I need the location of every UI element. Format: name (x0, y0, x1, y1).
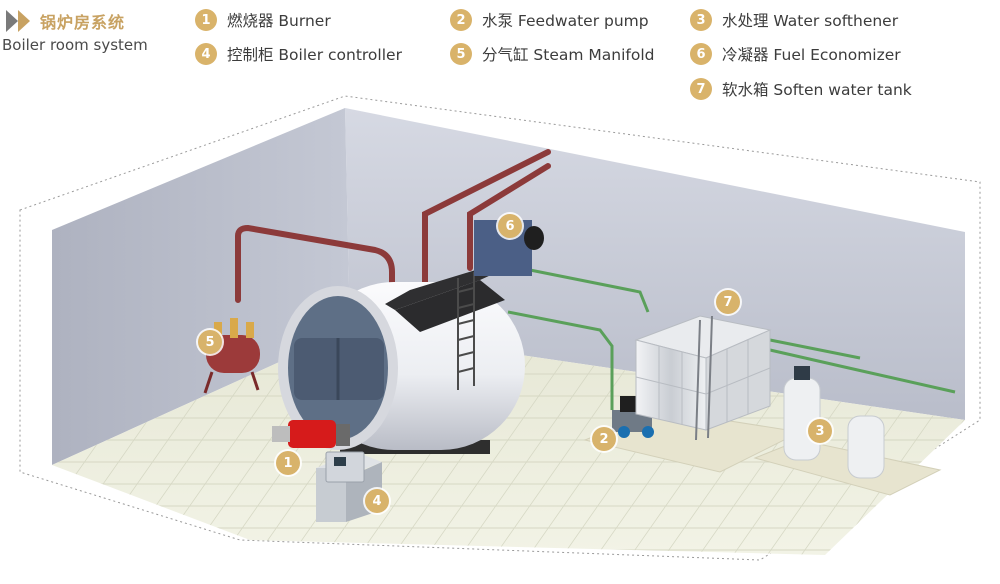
legend-number-badge: 5 (450, 43, 472, 65)
marker-burner: 1 (276, 451, 300, 475)
legend-label: 水处理 Water softhener (722, 12, 899, 30)
page-subtitle: Boiler room system (2, 36, 148, 54)
page-title: 锅炉房系统 (40, 13, 126, 32)
legend-number-badge: 3 (690, 9, 712, 31)
legend-number-badge: 2 (450, 9, 472, 31)
marker-steam-manifold: 5 (198, 330, 222, 354)
legend-item-feedwater-pump: 2 水泵 Feedwater pump (450, 8, 649, 32)
legend-label: 分气缸 Steam Manifold (482, 46, 655, 64)
legend-item-steam-manifold: 5 分气缸 Steam Manifold (450, 42, 655, 66)
legend-item-soften-water-tank: 7 软水箱 Soften water tank (690, 77, 912, 101)
legend-label: 软水箱 Soften water tank (722, 81, 912, 99)
burner (272, 420, 350, 448)
soften-water-tank (634, 315, 772, 441)
marker-economizer: 6 (498, 214, 522, 238)
legend-label: 控制柜 Boiler controller (227, 46, 402, 64)
legend-number-badge: 7 (690, 78, 712, 100)
left-wall (52, 108, 350, 465)
marker-soften-water-tank: 7 (716, 290, 740, 314)
legend-item-fuel-economizer: 6 冷凝器 Fuel Economizer (690, 42, 901, 66)
double-chevron-icon (6, 10, 30, 32)
water-pipes (507, 266, 956, 410)
marker-boiler-controller: 4 (365, 489, 389, 513)
marker-feedwater-pump: 2 (592, 427, 616, 451)
room-outline (19, 95, 981, 561)
legend-label: 燃烧器 Burner (227, 12, 331, 30)
legend-item-boiler-controller: 4 控制柜 Boiler controller (195, 42, 402, 66)
steam-pipes (235, 149, 551, 303)
boiler-controller (316, 451, 382, 522)
legend-label: 水泵 Feedwater pump (482, 12, 649, 30)
legend-label: 冷凝器 Fuel Economizer (722, 46, 901, 64)
legend-number-badge: 1 (195, 9, 217, 31)
marker-water-softener: 3 (808, 419, 832, 443)
legend-header: 锅炉房系统 Boiler room system 1 燃烧器 Burner 2 … (0, 0, 1000, 105)
legend-number-badge: 6 (690, 43, 712, 65)
legend-item-water-softener: 3 水处理 Water softhener (690, 8, 898, 32)
water-softener (783, 366, 885, 479)
legend-item-burner: 1 燃烧器 Burner (195, 8, 331, 32)
legend-number-badge: 4 (195, 43, 217, 65)
boiler (278, 262, 525, 454)
